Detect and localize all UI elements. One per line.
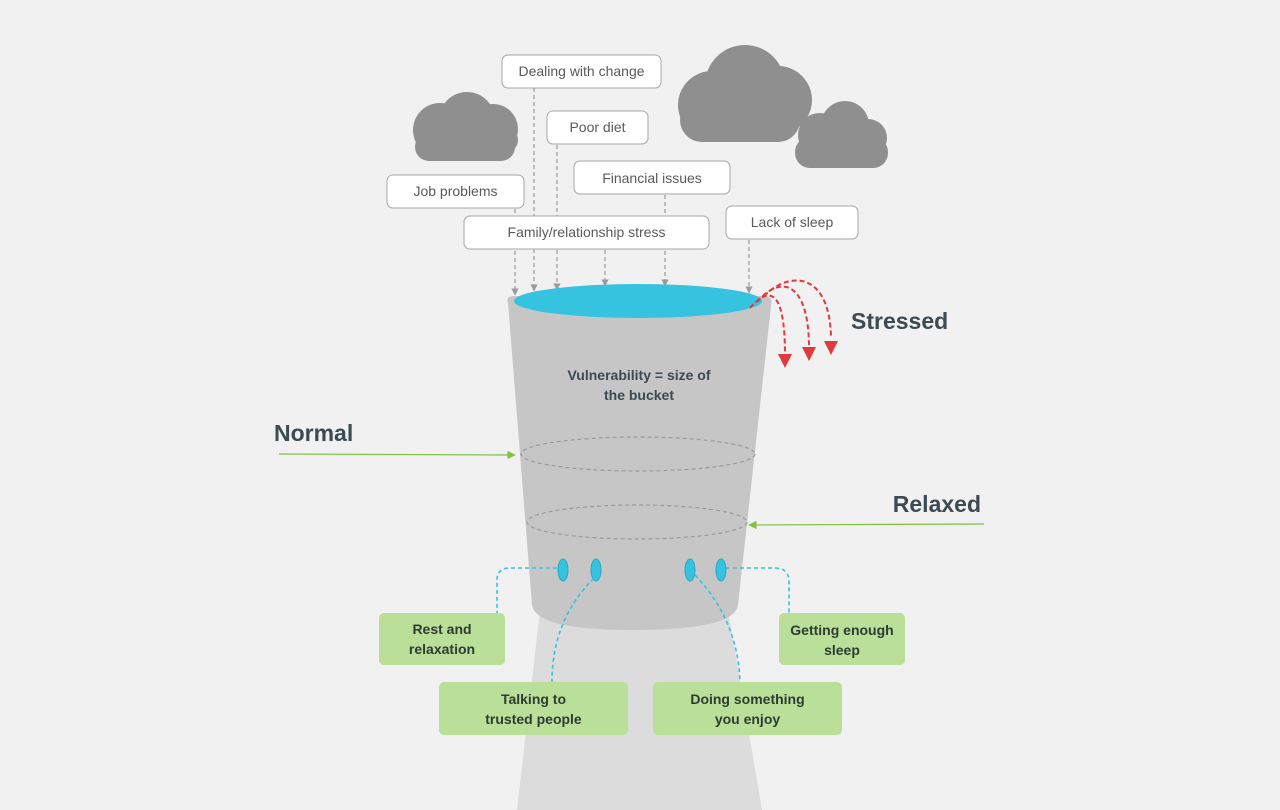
stressor-label: Poor diet — [569, 119, 625, 135]
tap-lines — [496, 567, 790, 683]
normal-label: Normal — [274, 420, 353, 446]
coping-talking-to-trusted-people: Talking to trusted people — [439, 682, 628, 735]
normal-arrow — [278, 450, 516, 460]
drain-column — [517, 610, 762, 810]
stressor-label: Financial issues — [602, 170, 702, 186]
stressor-label: Lack of sleep — [751, 214, 834, 230]
bucket — [507, 296, 772, 630]
coping-label-line1: Doing something — [690, 691, 804, 707]
cloud-icon — [413, 92, 518, 161]
coping-label-line1: Getting enough — [790, 622, 893, 638]
bucket-caption-line1: Vulnerability = size of — [567, 367, 710, 383]
relaxed-label: Relaxed — [893, 491, 981, 517]
coping-getting-enough-sleep: Getting enough sleep — [779, 613, 905, 665]
stressor-family-stress: Family/relationship stress — [463, 215, 710, 250]
stressed-label: Stressed — [851, 308, 948, 334]
coping-label-line2: you enjoy — [715, 711, 781, 727]
overflow-arrow-icon — [749, 279, 832, 356]
water-surface — [514, 284, 762, 318]
coping-label-line2: trusted people — [485, 711, 582, 727]
stressor-label: Job problems — [413, 183, 497, 199]
tap-icon — [557, 558, 727, 582]
bucket-caption-line2: the bucket — [604, 387, 674, 403]
cloud-icon — [678, 45, 812, 142]
coping-label-line1: Rest and — [412, 621, 471, 637]
relaxed-level-ring — [526, 504, 748, 540]
stressor-dealing-with-change: Dealing with change — [501, 54, 662, 89]
stressor-financial-issues: Financial issues — [573, 160, 731, 195]
stressor-lack-of-sleep: Lack of sleep — [725, 205, 859, 240]
relaxed-arrow — [748, 520, 985, 530]
stressor-label: Dealing with change — [518, 63, 644, 79]
coping-rest-and-relaxation: Rest and relaxation — [379, 613, 505, 665]
stressor-poor-diet: Poor diet — [546, 110, 649, 145]
coping-label-line2: sleep — [824, 642, 860, 658]
cloud-icon — [795, 101, 888, 168]
stressor-job-problems: Job problems — [386, 174, 525, 209]
normal-level-ring — [520, 436, 756, 472]
coping-doing-something-you-enjoy: Doing something you enjoy — [653, 682, 842, 735]
coping-label-line2: relaxation — [409, 641, 475, 657]
stressor-label: Family/relationship stress — [508, 224, 666, 240]
overflow-arrowheads — [778, 341, 838, 368]
coping-label-line1: Talking to — [501, 691, 566, 707]
